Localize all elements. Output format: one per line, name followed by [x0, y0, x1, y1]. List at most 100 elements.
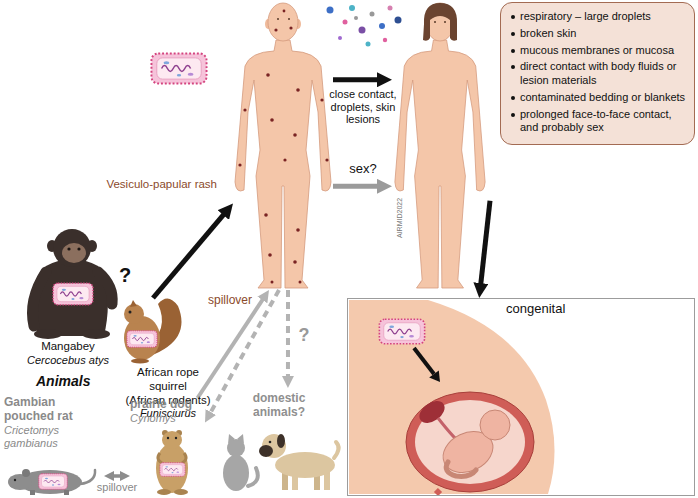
prairie-dog-figure — [174, 489, 188, 495]
infected-human-figure — [235, 3, 331, 288]
dog-figure — [275, 452, 335, 478]
arrow-connector — [153, 210, 227, 298]
dog-figure — [259, 434, 339, 490]
pregnancy-figure — [414, 348, 434, 374]
mangabey-figure — [82, 329, 110, 339]
mangabey-figure — [53, 229, 91, 267]
skin-lesion — [266, 73, 270, 77]
cat-figure — [223, 434, 258, 491]
droplet-dots — [366, 42, 371, 47]
transmission-routes-box: respiratory – large dropletsbroken skinm… — [500, 2, 695, 145]
edge-label: close contact, droplets, skin lesions — [327, 88, 399, 126]
rat-figure — [30, 490, 35, 495]
droplet-dots — [349, 5, 355, 11]
droplet-dots — [359, 27, 366, 34]
dog-figure — [277, 434, 285, 448]
infected-human-figure — [277, 18, 279, 20]
contact-human-figure — [395, 40, 485, 288]
rat-figure — [64, 490, 69, 495]
mangabey-figure — [53, 283, 93, 305]
rat-figure — [8, 474, 32, 490]
node-text: prairie dog — [130, 398, 202, 412]
skin-lesion — [299, 281, 302, 284]
droplet-dots — [338, 36, 342, 40]
cat-figure — [228, 434, 244, 444]
contact-human-figure — [444, 21, 446, 23]
pregnancy-figure — [406, 392, 534, 492]
prairie-dog-node: prairie dogCynomys — [130, 398, 205, 496]
dog-figure — [269, 441, 272, 444]
droplet-dots — [388, 6, 393, 11]
skin-lesion — [238, 10, 328, 284]
skin-lesion — [296, 88, 300, 92]
node-text: Cricetomys gambianus — [4, 424, 84, 450]
contact-human-figure — [434, 21, 436, 23]
mangabey-figure — [77, 247, 80, 250]
arrow-connector — [198, 296, 266, 398]
edge-label: spillover — [95, 481, 139, 494]
node-text: prolonged face-to-face contact, and prob… — [510, 108, 688, 136]
skin-lesion — [289, 26, 292, 29]
squirrel-figure — [130, 300, 137, 307]
prairie-dog-figure — [175, 437, 177, 439]
congenital-box: congenital — [347, 298, 695, 496]
gambian-rat-node: Gambian pouched ratCricetomys gambianus — [4, 396, 104, 496]
mangabey-figure — [67, 247, 70, 250]
pregnancy-figure — [480, 410, 510, 440]
skin-lesion — [264, 213, 268, 217]
prairie-dog-figure — [160, 463, 185, 477]
pregnancy-figure — [379, 319, 424, 344]
node-text: broken skin — [510, 27, 688, 41]
node-text: Vesiculo-papular rash — [106, 178, 217, 190]
droplet-dots — [379, 23, 385, 29]
group-label: Animals — [36, 373, 90, 389]
squirrel-figure — [127, 331, 157, 347]
pregnancy-figure — [349, 300, 555, 494]
skin-lesion — [270, 118, 274, 122]
prairie-dog-figure — [157, 489, 171, 495]
droplet-dots — [327, 7, 334, 14]
edge-label: ? — [297, 325, 312, 346]
prairie-dog-figure — [156, 430, 188, 495]
skin-lesion — [238, 163, 241, 166]
domestic-animals-node: domestic animals? — [215, 388, 343, 496]
arrow-connector — [333, 77, 383, 82]
skin-lesion — [274, 28, 277, 31]
squirrel-figure — [131, 359, 149, 364]
droplet-dots — [395, 17, 402, 24]
squirrel-figure — [124, 304, 144, 324]
infected-human: Vesiculo-papular rash — [233, 2, 333, 290]
pregnancy-figure — [429, 370, 440, 382]
skin-lesion — [283, 158, 286, 161]
watermark: AIRMID2022 — [396, 198, 403, 238]
squirrel-figure — [124, 298, 182, 363]
pregnancy-figure — [349, 300, 555, 494]
cat-figure — [223, 455, 249, 491]
arrow-connector — [333, 184, 383, 189]
node-text: Mangabey — [18, 340, 118, 354]
rat-figure — [80, 470, 95, 484]
skin-lesion — [271, 281, 274, 284]
infected-human-figure — [288, 18, 290, 20]
prairie-dog-figure — [182, 453, 186, 463]
rat-figure — [14, 479, 16, 481]
skin-lesion — [320, 98, 323, 101]
node-text: African rope squirrel — [118, 366, 218, 394]
infected-human-figure — [235, 40, 331, 288]
prairie-dog-figure — [167, 437, 169, 439]
droplet-dots — [383, 38, 387, 42]
rat-figure — [22, 469, 30, 477]
skin-lesion — [293, 260, 297, 264]
arrow-connector — [110, 474, 124, 478]
pregnancy-figure — [446, 462, 476, 476]
node-text: domestic animals? — [243, 391, 315, 420]
rat-figure — [8, 469, 95, 495]
cat-figure — [248, 468, 258, 486]
mangabey-figure — [62, 243, 86, 263]
node-text: Cynomys — [130, 412, 205, 425]
node-text: direct contact with body fluids or lesio… — [510, 60, 688, 88]
pregnancy-figure — [436, 490, 440, 494]
droplet-dots — [343, 20, 348, 25]
node-text: mucous membranes or mucosa — [510, 44, 688, 58]
